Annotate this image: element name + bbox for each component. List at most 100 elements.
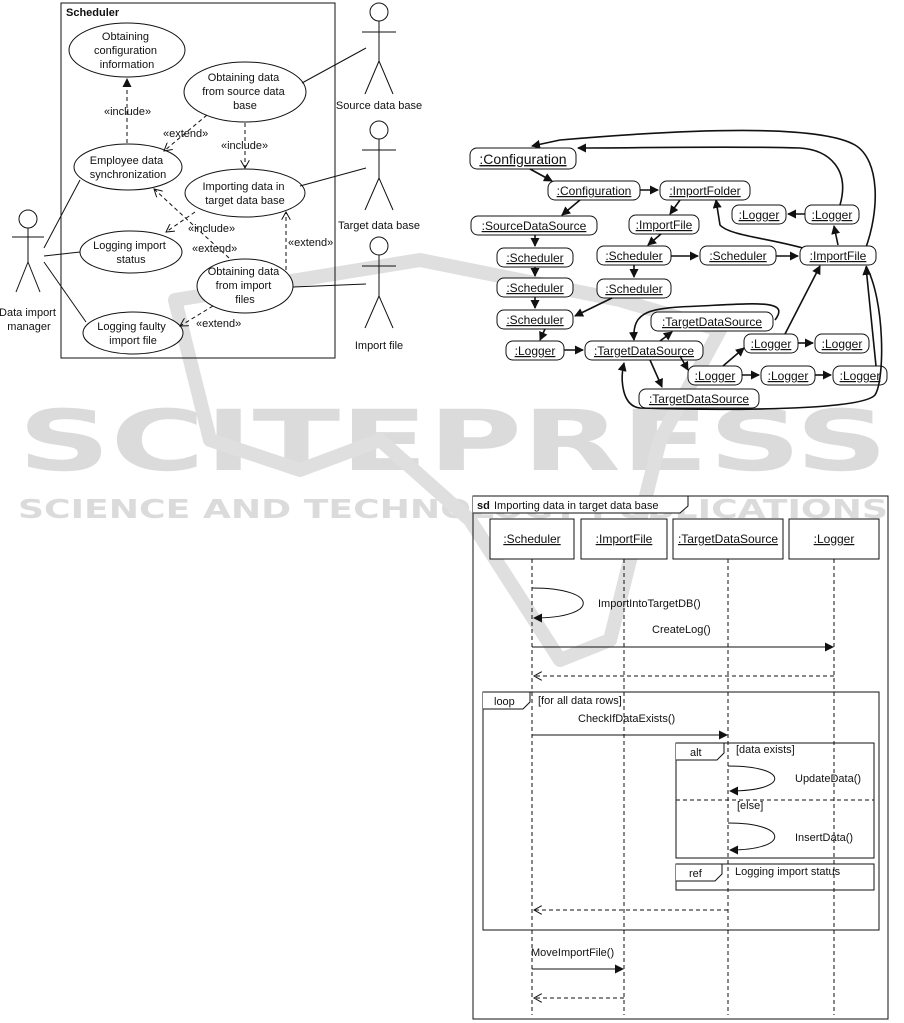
sequence-diagram: sd Importing data in target data base :S… xyxy=(472,495,889,1020)
lifeline-targetds[interactable] xyxy=(672,518,784,560)
obj-import-file-2[interactable] xyxy=(799,245,877,266)
link-if1-s2 xyxy=(647,233,662,246)
link-tdstop-loop xyxy=(628,303,780,341)
uc-import-target-label: Importing data in target data base xyxy=(203,181,288,207)
loop-tag: loop xyxy=(494,696,515,708)
obj-sched-2-label: :Scheduler xyxy=(605,249,662,263)
assoc-target xyxy=(299,167,367,187)
obj-source-ds-label: :SourceDataSource xyxy=(482,219,587,233)
actor-manager-leg-right xyxy=(27,261,41,293)
actor-source-db[interactable]: Source data base xyxy=(336,2,422,112)
alt-tag: alt xyxy=(690,747,702,759)
rel-extend-source-label: «extend» xyxy=(163,128,208,140)
uc-sync[interactable] xyxy=(73,143,183,191)
obj-sched-5[interactable] xyxy=(596,278,672,299)
obj-import-file-1-label: :ImportFile xyxy=(636,218,693,232)
obj-logger-d[interactable] xyxy=(814,333,870,354)
lifeline-targetds-label: :TargetDataSource xyxy=(678,532,778,546)
msg-insert xyxy=(727,822,776,855)
obj-logger-h-label: :Logger xyxy=(840,369,881,383)
rel-extend-files-sync xyxy=(154,189,230,259)
obj-tds-top-label: :TargetDataSource xyxy=(662,315,762,329)
obj-logger-a-label: :Logger xyxy=(739,208,780,222)
actor-source-leg-left xyxy=(364,60,380,95)
obj-tds-main[interactable] xyxy=(584,340,704,361)
lifeline-logger[interactable] xyxy=(788,518,880,560)
actor-manager-label: Data import manager xyxy=(0,307,59,333)
uc-config[interactable] xyxy=(68,22,186,78)
obj-logger-c-label: :Logger xyxy=(751,337,792,351)
link-tds-tdsbottom xyxy=(649,359,663,388)
uc-config-label: Obtaining configuration information xyxy=(94,31,160,71)
assoc-manager-status xyxy=(43,251,81,257)
obj-config-1[interactable] xyxy=(469,147,577,170)
obj-logger-a[interactable] xyxy=(731,204,787,225)
actor-manager[interactable]: Data import manager xyxy=(0,209,59,333)
obj-sched-6[interactable] xyxy=(496,309,574,330)
link-s5-s6 xyxy=(574,297,613,317)
uc-faulty[interactable] xyxy=(82,311,184,355)
assoc-manager-faulty xyxy=(43,261,87,323)
loop-fragment xyxy=(482,691,880,931)
actor-manager-leg-left xyxy=(15,261,29,293)
alt-guard-2: [else] xyxy=(737,800,763,812)
obj-source-ds[interactable] xyxy=(470,215,598,236)
uc-import-files[interactable] xyxy=(196,258,294,314)
rel-include-status xyxy=(166,211,196,232)
rel-include-status-label: «include» xyxy=(188,223,235,235)
sd-frame-tab xyxy=(473,495,689,514)
actor-target-db[interactable]: Target data base xyxy=(338,120,420,232)
obj-import-file-1[interactable] xyxy=(628,214,700,235)
lifeline-scheduler-label: :Scheduler xyxy=(503,532,560,546)
actor-target-head xyxy=(369,120,389,140)
lifeline-scheduler[interactable] xyxy=(489,518,575,560)
rel-include-config-label: «include» xyxy=(104,106,151,118)
uc-import-target[interactable] xyxy=(184,168,306,218)
system-title: Scheduler xyxy=(66,7,120,19)
link-lh-if2 xyxy=(862,266,877,367)
link-folder-if1 xyxy=(669,199,681,215)
assoc-manager-sync xyxy=(43,179,81,249)
msg-update xyxy=(727,765,776,796)
obj-tds-main-label: :TargetDataSource xyxy=(594,344,694,358)
collaboration-diagram: :Configuration :Configuration :ImportFol… xyxy=(469,129,888,411)
obj-config-1-label: :Configuration xyxy=(479,151,566,167)
link-if2-loggerb xyxy=(831,225,841,246)
rel-extend-files-target-label: «extend» xyxy=(288,237,333,249)
actor-import-leg-left xyxy=(364,295,380,329)
obj-import-folder[interactable] xyxy=(659,180,751,201)
obj-logger-b-label: :Logger xyxy=(812,208,853,222)
lifeline-importfile-label: :ImportFile xyxy=(596,532,653,546)
obj-import-file-2-label: :ImportFile xyxy=(810,249,867,263)
uc-sync-label: Employee data synchronization xyxy=(90,155,166,181)
actor-source-label: Source data base xyxy=(336,100,422,112)
obj-logger-e-label: :Logger xyxy=(515,344,556,358)
msg-import-into xyxy=(531,587,584,623)
uc-source[interactable] xyxy=(183,61,307,123)
actor-import-head xyxy=(369,236,389,256)
link-if2-tds-loop xyxy=(617,265,883,411)
link-importfile-folder xyxy=(712,199,811,251)
actor-target-leg-right xyxy=(378,177,394,211)
link-logger-config xyxy=(577,143,844,206)
uc-logging-status-label: Logging import status xyxy=(93,240,169,266)
obj-tds-bottom[interactable] xyxy=(638,388,760,409)
actor-target-label: Target data base xyxy=(338,220,420,232)
obj-tds-top[interactable] xyxy=(650,311,774,332)
msg-update-label: UpdateData() xyxy=(795,773,861,785)
alt-guard-1: [data exists] xyxy=(736,744,795,756)
rel-extend-files-sync-label: «extend» xyxy=(192,243,237,255)
obj-logger-h[interactable] xyxy=(832,365,888,386)
msg-create-log-label: CreateLog() xyxy=(652,624,711,636)
link-lc-if2 xyxy=(784,265,821,335)
ref-label: Logging import status xyxy=(735,866,841,878)
uc-logging-status[interactable] xyxy=(79,230,183,274)
loop-tab xyxy=(483,691,531,710)
ref-tab xyxy=(676,863,723,882)
obj-sched-3-label: :Scheduler xyxy=(709,249,766,263)
actor-source-head xyxy=(369,2,389,22)
link-tds-lf xyxy=(679,355,689,371)
ref-tag: ref xyxy=(689,868,703,880)
actor-import-file[interactable]: Import file xyxy=(355,236,403,352)
msg-import-into-label: ImportIntoTargetDB() xyxy=(598,598,701,610)
